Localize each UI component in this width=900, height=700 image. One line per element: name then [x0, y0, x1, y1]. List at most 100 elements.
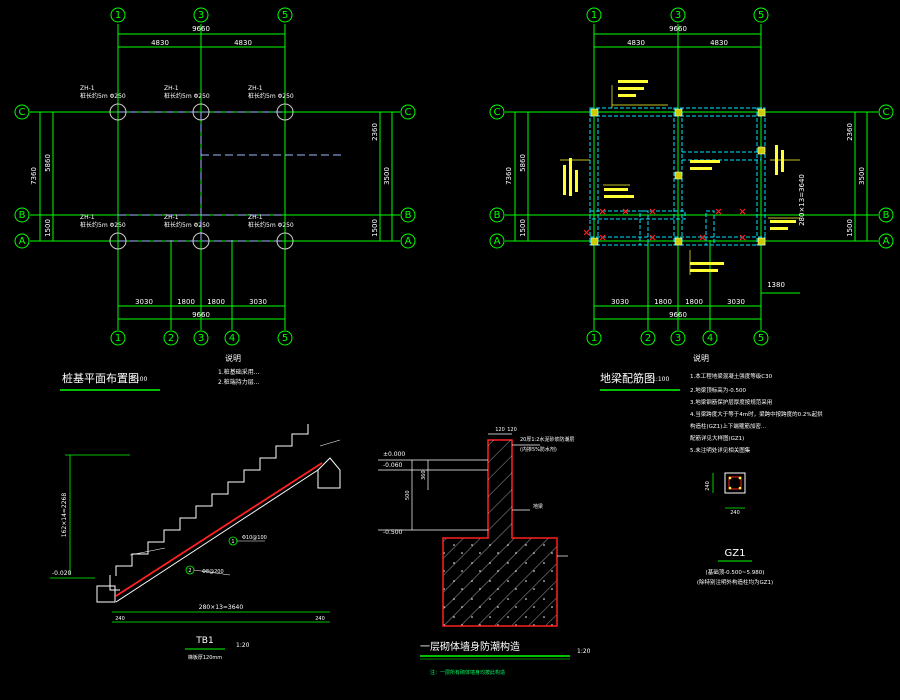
dim-right-3: 1500 [371, 219, 379, 237]
axis-bubble-2: 2 [163, 330, 179, 346]
height-dim-b: 360 [421, 470, 427, 480]
axis-bubble-3: 3 [670, 330, 686, 346]
svg-text:5: 5 [758, 10, 764, 21]
svg-text:2: 2 [168, 333, 174, 344]
level-0: ±0.000 [383, 451, 405, 458]
svg-text:1: 1 [115, 10, 121, 21]
svg-text:C: C [19, 107, 26, 118]
dim-right-2: 3500 [858, 167, 866, 185]
pile-note: 桩长约5m Φ250 [80, 221, 126, 229]
pile-tag: ZH-1 [80, 214, 95, 221]
left-notes-title: 说明 [225, 353, 241, 363]
axis-bubble-A: A [14, 233, 30, 249]
run-dim: 280×13=3640 [199, 604, 244, 611]
dim-top-total: 9660 [669, 25, 687, 33]
pile-tag: ZH-1 [248, 214, 263, 221]
pile-note: 桩长约5m Φ250 [248, 92, 294, 100]
callout-1: 1 [231, 539, 234, 545]
axis-bubble-A: A [489, 233, 505, 249]
axis-bubble-C: C [878, 104, 894, 120]
gz-width: 240 [730, 510, 740, 516]
gz-label: GZ1 [725, 548, 746, 559]
pile-tag: ZH-1 [164, 85, 179, 92]
pile-tag: ZH-1 [164, 214, 179, 221]
right-note-5: 构造柱(GZ1)上下端箍筋加密... [690, 422, 766, 430]
dim-left-total: 7360 [505, 167, 513, 185]
stair-subtitle: 梯板厚120mm [188, 654, 222, 661]
axis-bubble-3: 3 [193, 330, 209, 346]
axis-bubble-4: 4 [224, 330, 240, 346]
gz1-detail: 240 240 GZ1 (基础顶-0.500~5.980) (除特别注明外构造柱… [697, 472, 773, 586]
svg-text:1: 1 [591, 333, 597, 344]
svg-text:C: C [883, 107, 890, 118]
end-dim-left: 240 [115, 616, 125, 622]
tag-c: 地梁 [533, 503, 543, 510]
dim-right-1: 2360 [846, 123, 854, 141]
dim-top-total: 9660 [192, 25, 210, 33]
right-note-7: 5.未注明处详见相关图集 [690, 446, 751, 454]
wall-title: 一层砌体墙身防潮构造 [420, 640, 520, 653]
axis-bubble-3: 3 [670, 7, 686, 23]
dim-ext: 1380 [767, 281, 785, 289]
right-note-2: 2.地梁顶标高为-0.500 [690, 386, 746, 394]
wall-scale: 1:20 [577, 648, 591, 655]
svg-text:A: A [883, 236, 890, 247]
gz-note-1: (基础顶-0.500~5.980) [706, 568, 765, 576]
rebar-b: Φ8@200 [202, 569, 224, 575]
axis-bubble-B: B [878, 207, 894, 223]
dim-bottom-1: 3030 [135, 298, 153, 306]
rebar-a: Φ10@100 [242, 535, 267, 541]
axis-bubble-3: 3 [193, 7, 209, 23]
svg-text:B: B [883, 210, 890, 221]
pile-note: 桩长约5m Φ250 [80, 92, 126, 100]
callout-2: 2 [188, 568, 191, 574]
stair-title: TB1 [195, 636, 213, 646]
height-dim-a: 500 [405, 490, 411, 500]
dim-left-total: 7360 [30, 167, 38, 185]
left-note-2: 2.桩端持力层... [218, 378, 260, 386]
svg-text:A: A [405, 236, 412, 247]
level-1: -0.060 [383, 462, 403, 469]
left-plan-scale: 1:100 [130, 376, 147, 383]
axis-bubble-A: A [878, 233, 894, 249]
svg-text:3: 3 [675, 333, 681, 344]
left-plan-title: 桩基平面布置图 [62, 371, 139, 385]
stair-note: 280×13=3640 [798, 174, 806, 226]
dim-right-3: 1500 [846, 219, 854, 237]
level-2: -0.500 [383, 529, 403, 536]
left-pile-plan: ZH-1 桩长约5m Φ250 ZH-1 桩长约5m Φ250 ZH-1 桩长约… [14, 7, 416, 391]
axis-bubble-B: B [400, 207, 416, 223]
rise-dim: 162×14=2268 [61, 493, 68, 538]
svg-text:3: 3 [675, 10, 681, 21]
axis-bubble-A: A [400, 233, 416, 249]
svg-text:B: B [405, 210, 412, 221]
dim-bottom-3: 1800 [207, 298, 225, 306]
dim-top-1: 4830 [627, 39, 645, 47]
stair-section: 1 2 Φ10@100 Φ8@200 162×14=2268 280×13=36… [50, 424, 341, 661]
axis-bubble-5: 5 [753, 330, 769, 346]
wall-section: 120 120 ±0.000 -0.060 -0.500 500 360 20厚… [378, 427, 591, 676]
dim-right-2: 3500 [383, 167, 391, 185]
dim-left-1: 5860 [519, 154, 527, 172]
axis-bubble-B: B [489, 207, 505, 223]
dim-bottom-4: 3030 [727, 298, 745, 306]
axis-bubble-B: B [14, 207, 30, 223]
dim-right-1: 2360 [371, 123, 379, 141]
axis-bubble-5: 5 [277, 330, 293, 346]
svg-text:B: B [19, 210, 26, 221]
pile-tag: ZH-1 [80, 85, 95, 92]
dim-bottom-total: 9660 [192, 311, 210, 319]
right-note-1: 1.本工程地梁混凝土强度等级C30 [690, 372, 773, 380]
pile-tag: ZH-1 [248, 85, 263, 92]
svg-text:2: 2 [645, 333, 651, 344]
dim-bottom-4: 3030 [249, 298, 267, 306]
right-beam-plan: 9660 4830 4830 3030 1800 1800 3030 9660 … [489, 7, 894, 586]
pile-note: 桩长约5m Φ250 [248, 221, 294, 229]
svg-text:3: 3 [198, 333, 204, 344]
svg-text:3: 3 [198, 10, 204, 21]
axis-bubble-1: 1 [110, 330, 126, 346]
dim-bottom-2: 1800 [177, 298, 195, 306]
gz-depth: 240 [705, 481, 711, 491]
svg-text:B: B [494, 210, 501, 221]
svg-text:A: A [19, 236, 26, 247]
